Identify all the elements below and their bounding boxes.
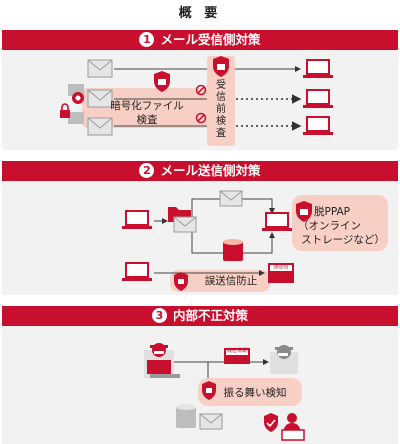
mail-envelope-icon <box>173 216 197 233</box>
shield-icon <box>154 71 170 92</box>
behavior-detection-label: 振る舞い検知 <box>223 387 287 399</box>
section-3-title: 内部不正対策 <box>172 308 248 323</box>
section-1-panel: 暗号化ファイル 検査 受 信 前 検 査 <box>2 50 398 150</box>
misdelivery-box <box>170 270 270 292</box>
page-title: 概 要 <box>178 6 222 21</box>
laptop-icon <box>122 210 152 229</box>
shield-check-icon <box>264 413 278 432</box>
laptop-icon <box>122 262 152 281</box>
ppap-label: 脱PPAP （オンライン ストレージなど） <box>298 206 385 246</box>
prohibited-icon <box>195 112 207 124</box>
suspicious-user-icon <box>144 343 180 378</box>
storage-icon <box>223 239 243 261</box>
shield-icon <box>174 272 188 291</box>
laptop-icon <box>303 116 333 135</box>
mail-with-attachment-icon <box>68 84 113 108</box>
mail-envelope-icon <box>199 413 223 430</box>
section-2-panel: 脱PPAP （オンライン ストレージなど） 誤送信防止 誤送信 <box>2 181 398 295</box>
section-1-header: 1 メール受信側対策 <box>2 30 398 50</box>
mail-envelope-icon <box>219 190 243 207</box>
administrator-icon <box>281 413 305 441</box>
confidential-document-icon <box>224 348 250 364</box>
section-1-title: メール受信側対策 <box>160 32 261 47</box>
storage-icon <box>176 404 196 428</box>
pre-receive-scan-band <box>207 56 235 146</box>
shield-icon <box>202 381 216 400</box>
shield-icon <box>213 56 229 77</box>
misdelivery-document-icon <box>268 263 294 283</box>
laptop-icon <box>303 59 333 78</box>
behavior-detection-box <box>198 378 302 406</box>
section-1-number: 1 <box>139 32 155 47</box>
shield-icon <box>296 201 312 222</box>
ppap-box <box>292 195 388 251</box>
laptop-icon <box>303 89 333 108</box>
encrypted-file-scan-label: 暗号化ファイル 検査 <box>110 100 184 126</box>
section-2-title: メール送信側対策 <box>160 163 261 178</box>
suspicious-user-icon <box>270 345 298 374</box>
mail-envelope-icon <box>87 59 113 78</box>
section-3-number: 3 <box>151 308 167 323</box>
misdelivery-prevention-label: 誤送信防止 <box>204 275 258 287</box>
locked-mail-icon <box>60 103 113 136</box>
prohibited-icon <box>195 84 207 96</box>
section-2-header: 2 メール送信側対策 <box>2 161 398 181</box>
misdelivery-document-label: 誤送信 <box>273 264 289 270</box>
laptop-icon <box>262 212 292 231</box>
section-3-header: 3 内部不正対策 <box>2 306 398 326</box>
section-2-number: 2 <box>139 163 155 178</box>
confidential-document-label: 機密情報 <box>226 348 247 354</box>
pre-receive-scan-label: 受 信 前 検 査 <box>216 80 226 139</box>
section-3-panel: 振る舞い検知 機密情報 <box>2 326 398 444</box>
